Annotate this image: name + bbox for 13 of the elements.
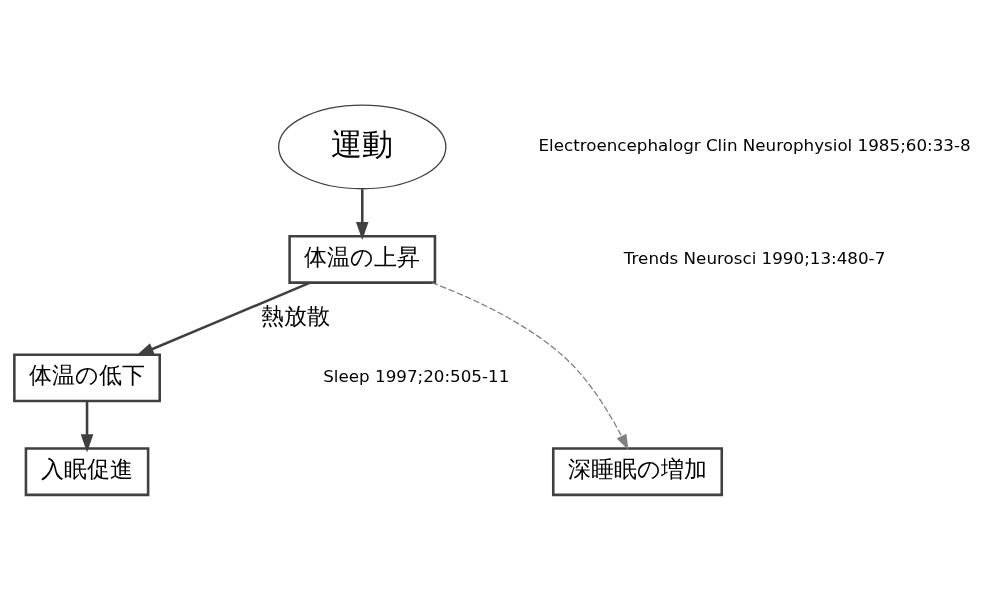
label: Trends Neurosci 1990;13:480-7	[623, 247, 886, 268]
label: Sleep 1997;20:505-11	[323, 365, 510, 386]
arrow	[135, 281, 311, 356]
node-box: 入眠促進	[24, 446, 150, 496]
arrow	[355, 188, 369, 240]
node-box: 深睡眠の増加	[552, 446, 724, 496]
label: Electroencephalogr Clin Neurophysiol 1985;60:33-8	[538, 134, 971, 155]
node-box: 体温の上昇	[288, 234, 437, 284]
node-ellipse: 運動	[278, 104, 447, 189]
arrow	[80, 400, 94, 452]
arrow	[431, 281, 629, 450]
node-box: 体温の低下	[13, 352, 161, 402]
edge-label: 熱放散	[261, 302, 331, 329]
